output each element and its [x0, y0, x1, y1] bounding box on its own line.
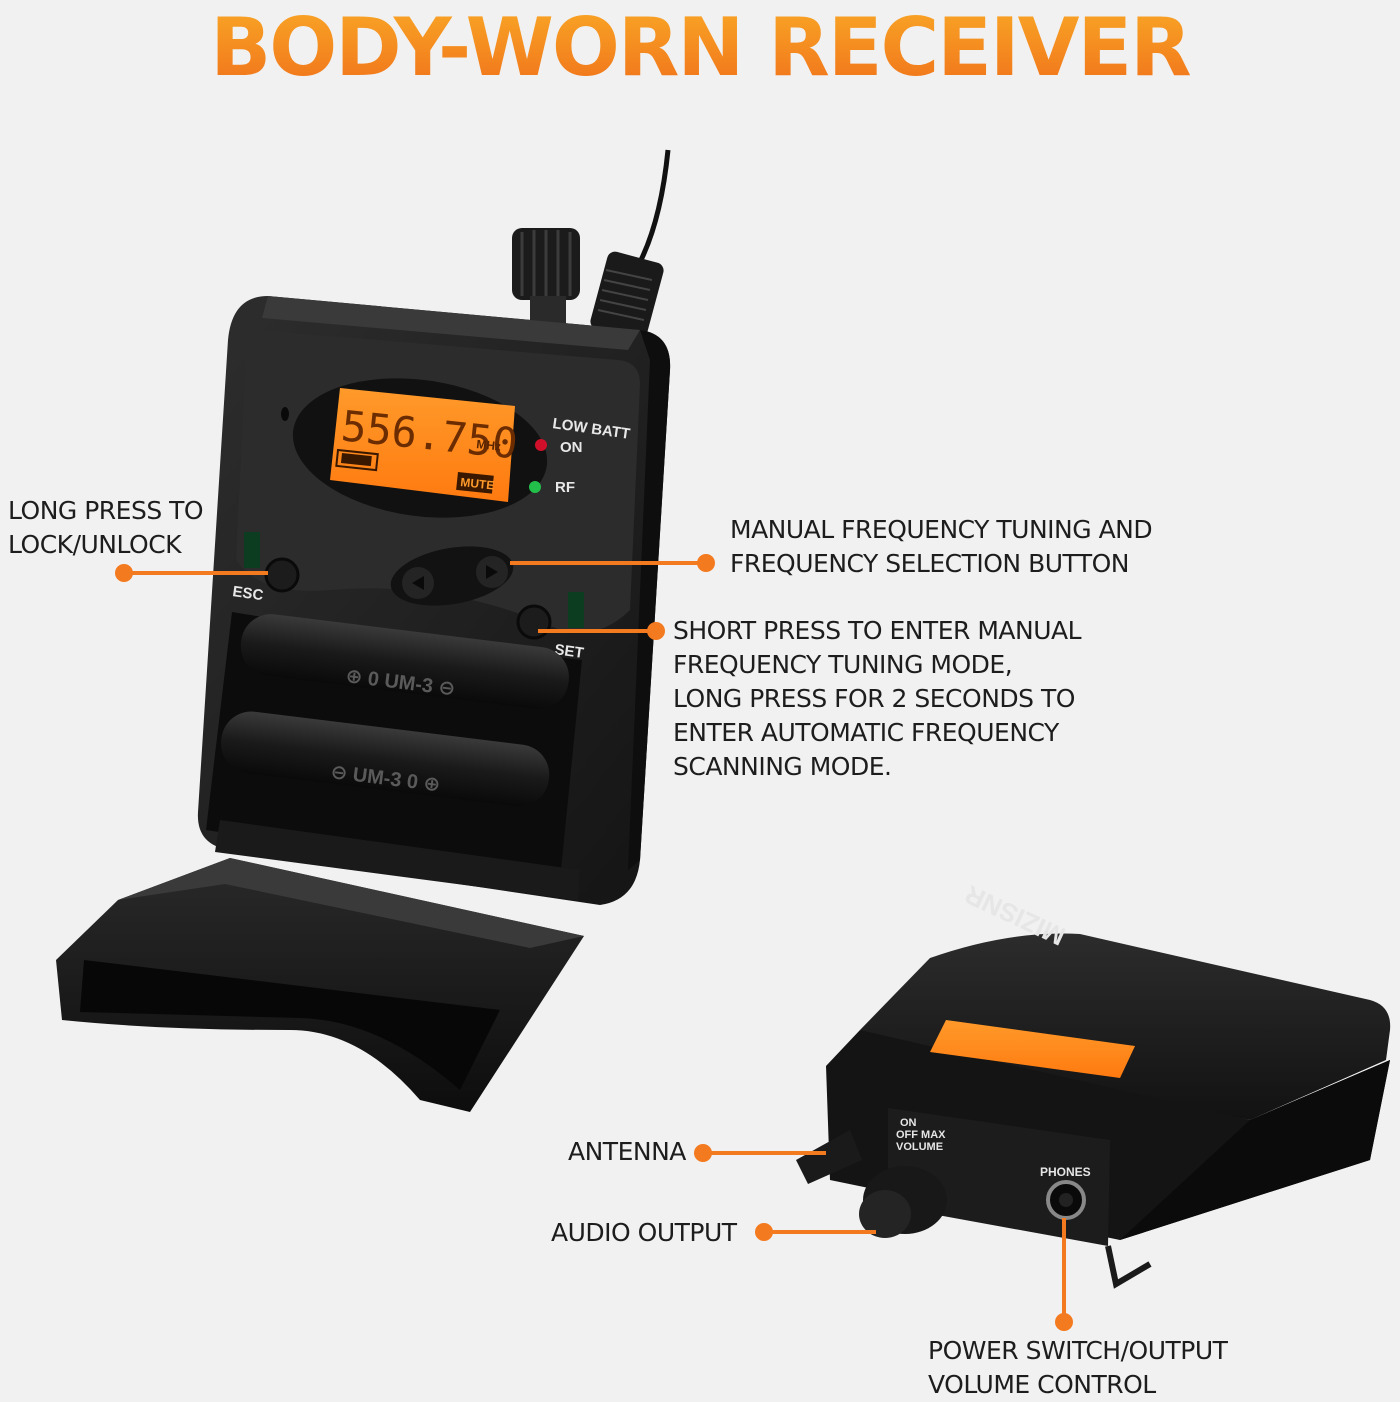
battery-bottom — [221, 711, 550, 807]
esc-button — [264, 557, 300, 593]
lcd-unit: MHz — [476, 437, 502, 454]
rf-led — [529, 481, 541, 493]
lcd-mute: MUTE — [460, 475, 495, 492]
antenna-stub — [796, 1130, 862, 1184]
knob-label-offmax: OFF MAX — [896, 1129, 946, 1141]
page-title: BODY-WORN RECEIVER — [0, 2, 1400, 94]
low-batt-led — [535, 439, 547, 451]
set-label: SET — [553, 641, 584, 662]
callout-power-switch: POWER SWITCH/OUTPUT VOLUME CONTROL — [928, 1336, 1228, 1399]
receiver-front: 556.750 MHz MUTE LOW BATT ON RF ESC SET … — [197, 296, 671, 905]
callout-antenna: ANTENNA — [568, 1137, 686, 1166]
callout-lines — [115, 554, 1073, 1331]
knob-label-on: ON — [900, 1117, 917, 1129]
rf-label: RF — [555, 479, 575, 496]
callout-audio-output: AUDIO OUTPUT — [551, 1218, 737, 1247]
callout-short-press: SHORT PRESS TO ENTER MANUAL FREQUENCY TU… — [673, 616, 1082, 781]
volume-knob — [512, 228, 580, 326]
callout-lock: LONG PRESS TO LOCK/UNLOCK — [8, 496, 204, 559]
knob-label-volume: VOLUME — [896, 1141, 943, 1153]
battery-top — [240, 614, 569, 710]
receiver-side: MIZISNR ON OFF MAX VOLUME PHONES — [796, 879, 1391, 1289]
set-button — [516, 604, 552, 640]
battery-lid — [56, 858, 584, 1112]
phones-label: PHONES — [1040, 1165, 1091, 1179]
esc-label: ESC — [231, 583, 264, 604]
antenna-cable — [590, 149, 671, 341]
callout-manual: MANUAL FREQUENCY TUNING AND FREQUENCY SE… — [730, 515, 1153, 578]
on-label: ON — [560, 439, 583, 456]
